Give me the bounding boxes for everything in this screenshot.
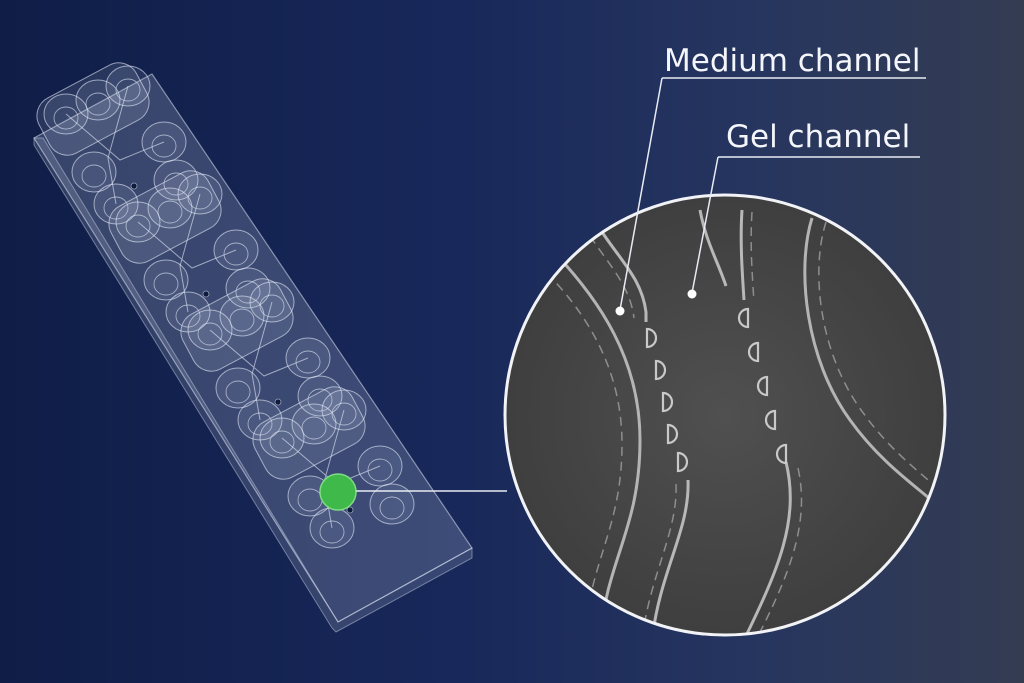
well-outer — [177, 173, 223, 215]
micropillar-rows — [645, 307, 788, 473]
well-outer — [187, 309, 233, 351]
chip-top-face — [33, 73, 473, 623]
well-outer — [147, 187, 193, 229]
micropillar — [764, 409, 777, 431]
port-hole — [274, 398, 282, 406]
chip-unit — [108, 170, 271, 333]
well-outer — [219, 295, 265, 337]
unit-block — [108, 170, 222, 264]
gel-channel-annotation: Gel channel — [687, 119, 920, 299]
unit-block — [252, 386, 366, 480]
well-outer — [75, 79, 121, 121]
well-outer — [309, 507, 355, 549]
well-inner — [331, 402, 357, 426]
micropillar — [775, 443, 788, 465]
micropillar — [747, 341, 760, 363]
micropillar — [756, 375, 769, 397]
well-inner — [229, 308, 255, 332]
well-outer — [297, 375, 343, 417]
well-inner — [269, 430, 295, 454]
well-inner — [307, 388, 333, 412]
unit-channel — [65, 85, 165, 205]
well-outer — [285, 337, 331, 379]
chip-side-face — [33, 137, 473, 633]
well-inner — [85, 92, 111, 116]
gel-channel-label: Gel channel — [726, 119, 910, 155]
well-outer — [357, 445, 403, 487]
well-outer — [105, 65, 151, 107]
well-outer — [143, 259, 189, 301]
microfluidic-chip — [33, 62, 473, 633]
well-inner — [367, 458, 393, 482]
well-outer — [215, 367, 261, 409]
well-inner — [153, 272, 179, 296]
micropillar — [737, 307, 750, 329]
well-inner — [295, 350, 321, 374]
well-inner — [197, 322, 223, 346]
well-outer — [369, 483, 415, 525]
chip-unit — [36, 62, 199, 225]
well-inner — [379, 496, 405, 520]
well-inner — [115, 78, 141, 102]
chip-units — [36, 62, 415, 549]
well-outer — [259, 417, 305, 459]
well-inner — [187, 186, 213, 210]
well-inner — [163, 172, 189, 196]
unit-block — [36, 62, 150, 156]
unit-channel — [137, 193, 237, 313]
magnified-view — [503, 193, 947, 637]
well-outer — [115, 201, 161, 243]
gel-channel-pointer-dot — [687, 289, 697, 299]
medium-channel-label: Medium channel — [664, 43, 920, 79]
micropillar — [645, 327, 658, 349]
well-outer — [225, 267, 271, 309]
well-inner — [223, 242, 249, 266]
micropillar — [676, 451, 689, 473]
well-inner — [235, 280, 261, 304]
well-inner — [53, 106, 79, 130]
micropillar — [661, 391, 674, 413]
well-outer — [321, 389, 367, 431]
well-inner — [319, 520, 345, 544]
well-outer — [43, 93, 89, 135]
well-outer — [71, 151, 117, 193]
highlight-marker — [319, 473, 357, 511]
well-inner — [151, 134, 177, 158]
port-hole — [346, 506, 354, 514]
well-inner — [157, 200, 183, 224]
well-inner — [125, 214, 151, 238]
chip-unit — [252, 386, 415, 549]
micropillar — [654, 359, 667, 381]
port-hole — [202, 290, 210, 298]
well-inner — [81, 164, 107, 188]
medium-channel-pointer-dot — [615, 306, 625, 316]
well-outer — [141, 121, 187, 163]
well-inner — [301, 416, 327, 440]
well-inner — [259, 294, 285, 318]
port-hole — [130, 182, 138, 190]
well-outer — [213, 229, 259, 271]
chip-unit — [180, 278, 343, 441]
unit-block — [180, 278, 294, 372]
medium-channel-annotation: Medium channel — [615, 43, 926, 316]
micropillar — [666, 423, 679, 445]
well-outer — [153, 159, 199, 201]
well-inner — [225, 380, 251, 404]
well-outer — [291, 403, 337, 445]
well-outer — [249, 281, 295, 323]
unit-channel — [209, 301, 309, 421]
